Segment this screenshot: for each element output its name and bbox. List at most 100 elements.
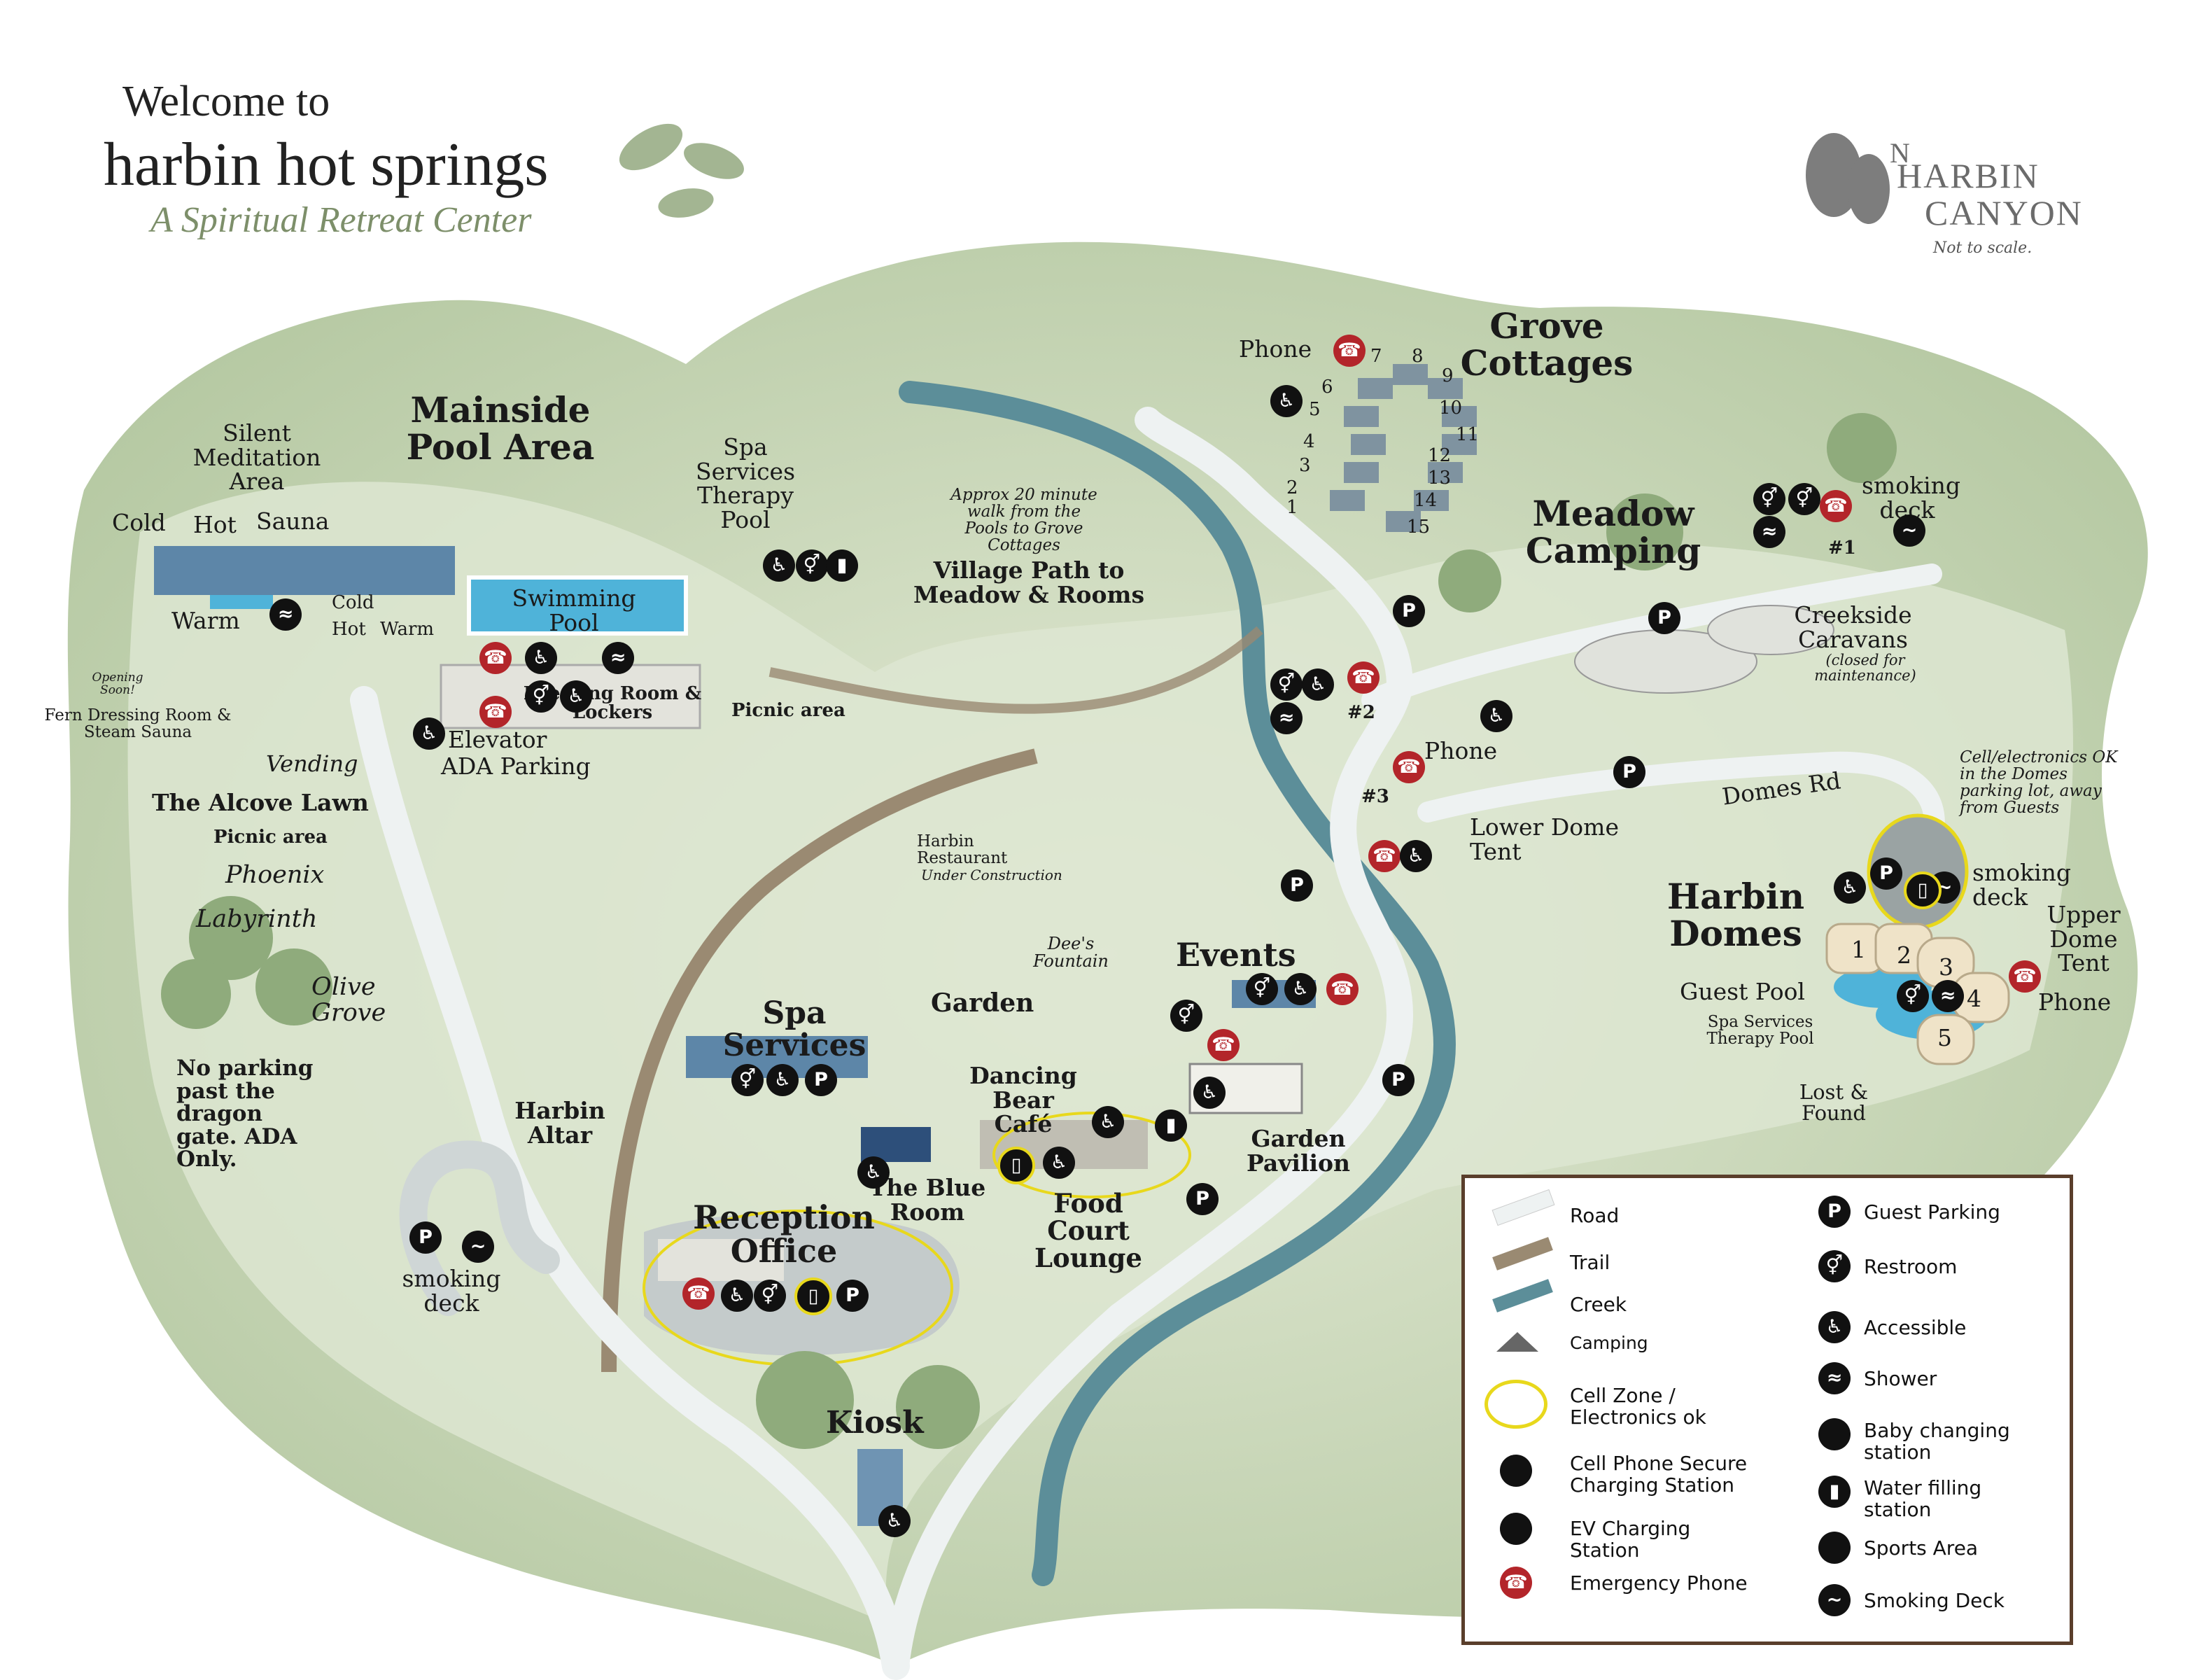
parking-icon[interactable]: P <box>1393 595 1425 627</box>
emergency-phone-icon[interactable]: ☎ <box>1368 840 1401 872</box>
label-restroom-1: #1 <box>1828 538 1856 559</box>
accessible-icon[interactable]: ♿ <box>1043 1147 1075 1179</box>
dome-number: 5 <box>1937 1024 1952 1051</box>
accessible-icon[interactable]: ♿ <box>1400 840 1432 872</box>
accessible-icon[interactable]: ♿ <box>1834 872 1866 904</box>
parking-icon[interactable]: P <box>836 1280 869 1312</box>
accessible-icon[interactable]: ♿ <box>413 718 445 750</box>
label-no-parking: No parking past the dragon gate. ADA Onl… <box>176 1056 314 1172</box>
ev-charging-icon <box>1500 1513 1532 1545</box>
restroom-icon[interactable]: ⚥ <box>1170 1000 1202 1032</box>
tree-clusters <box>161 413 1897 1449</box>
legend-charging: Cell Phone Secure Charging Station <box>1570 1452 1748 1497</box>
emergency-phone-icon[interactable]: ☎ <box>479 696 512 728</box>
parking-icon[interactable]: P <box>1648 602 1680 634</box>
smoking-icon[interactable]: ~ <box>462 1231 494 1263</box>
restroom-icon[interactable]: ⚥ <box>796 550 828 582</box>
restroom-icon[interactable]: ⚥ <box>1788 483 1820 515</box>
restroom-legend-icon: ⚥ <box>1818 1250 1851 1282</box>
parking-icon[interactable]: P <box>805 1064 837 1096</box>
parking-icon[interactable]: P <box>1382 1064 1415 1096</box>
emergency-phone-icon[interactable]: ☎ <box>1393 751 1425 783</box>
swimming-pool <box>467 575 688 636</box>
accessible-icon[interactable]: ♿ <box>525 642 557 674</box>
emergency-phone-icon[interactable]: ☎ <box>1333 335 1366 367</box>
cottage-number: 6 <box>1321 377 1333 398</box>
label-swimming-pool: Swimming Pool <box>512 584 636 636</box>
legend-baby: Baby changing station <box>1864 1419 2010 1464</box>
restroom-icon[interactable]: ⚥ <box>754 1280 786 1312</box>
label-garden: Garden <box>931 988 1034 1018</box>
accessible-legend-icon: ♿ <box>1818 1311 1851 1343</box>
parking-icon[interactable]: P <box>1186 1183 1219 1215</box>
harbin-domes-structures <box>1825 923 2010 1065</box>
emergency-phone-icon[interactable]: ☎ <box>1207 1029 1240 1061</box>
label-closed-maintenance: (closed for maintenance) <box>1814 652 1916 685</box>
accessible-icon[interactable]: ♿ <box>1284 973 1317 1005</box>
charging-icon <box>1500 1455 1532 1487</box>
restroom-icon[interactable]: ⚥ <box>1897 980 1929 1012</box>
water-filling-icon[interactable]: ▮ <box>1155 1110 1187 1142</box>
label-under-construction: Under Construction <box>921 867 1062 883</box>
emergency-phone-icon[interactable]: ☎ <box>479 642 512 674</box>
parking-icon[interactable]: P <box>1613 756 1645 788</box>
shower-icon[interactable]: ≈ <box>1932 980 1964 1012</box>
accessible-icon[interactable]: ♿ <box>1270 385 1303 417</box>
cottage-number: 9 <box>1442 365 1454 386</box>
camping-icon <box>1496 1332 1538 1352</box>
legend-cell-zone: Cell Zone / Electronics ok <box>1570 1384 1706 1429</box>
legend-road: Road <box>1570 1204 1620 1227</box>
accessible-icon[interactable]: ♿ <box>878 1505 911 1537</box>
legend-shower: Shower <box>1864 1367 1937 1390</box>
shower-icon[interactable]: ≈ <box>1753 516 1785 548</box>
label-lost-found: Lost & Found <box>1799 1080 1869 1126</box>
parking-legend-icon: P <box>1818 1196 1851 1228</box>
label-walk-note: Approx 20 minute walk from the Pools to … <box>950 486 1097 555</box>
restroom-icon[interactable]: ⚥ <box>1753 483 1785 515</box>
legend-sports: Sports Area <box>1864 1536 1979 1560</box>
accessible-icon[interactable]: ♿ <box>721 1280 753 1312</box>
cottage-number: 3 <box>1299 455 1311 476</box>
restroom-icon[interactable]: ⚥ <box>525 680 557 713</box>
emergency-phone-icon[interactable]: ☎ <box>2009 960 2041 993</box>
cell-zone-icon[interactable]: ▯ <box>794 1278 832 1315</box>
restroom-icon[interactable]: ⚥ <box>1246 973 1278 1005</box>
dome-number: 3 <box>1939 953 1953 981</box>
water-filling-icon[interactable]: ▮ <box>826 550 858 582</box>
shower-icon[interactable]: ≈ <box>1270 702 1303 734</box>
cell-zone-icon[interactable]: ▯ <box>1904 872 1942 909</box>
label-events: Events <box>1176 936 1296 974</box>
accessible-icon[interactable]: ♿ <box>1480 700 1512 732</box>
legend-accessible: Accessible <box>1864 1316 1967 1339</box>
parking-icon[interactable]: P <box>409 1222 442 1254</box>
restroom-icon[interactable]: ⚥ <box>731 1064 764 1096</box>
reception-building <box>658 1239 784 1281</box>
shower-icon[interactable]: ≈ <box>602 642 634 674</box>
parking-icon[interactable]: P <box>1281 869 1313 902</box>
label-harbin-altar: Harbin Altar <box>514 1097 605 1149</box>
title-leaf-decoration <box>619 123 744 218</box>
dome-number: 1 <box>1851 936 1866 963</box>
smoking-icon[interactable]: ~ <box>1893 514 1925 547</box>
emergency-phone-icon[interactable]: ☎ <box>1347 662 1380 694</box>
emergency-phone-icon[interactable]: ☎ <box>682 1278 715 1310</box>
accessible-icon[interactable]: ♿ <box>766 1064 799 1096</box>
restroom-icon[interactable]: ⚥ <box>1270 668 1303 701</box>
cottage-number: 15 <box>1407 517 1431 538</box>
accessible-icon[interactable]: ♿ <box>1302 668 1334 701</box>
accessible-icon[interactable]: ♿ <box>857 1156 890 1189</box>
accessible-icon[interactable]: ♿ <box>1193 1077 1226 1109</box>
emergency-phone-icon[interactable]: ☎ <box>1326 973 1359 1005</box>
grove-cottages <box>1330 364 1477 532</box>
cell-zone-icon[interactable]: ▯ <box>997 1147 1035 1184</box>
legend-trail: Trail <box>1570 1251 1610 1274</box>
emergency-phone-icon[interactable]: ☎ <box>1820 490 1852 522</box>
accessible-icon[interactable]: ♿ <box>1092 1106 1124 1138</box>
cottage-number: 1 <box>1286 497 1298 518</box>
parking-icon[interactable]: P <box>1870 858 1902 890</box>
accessible-icon[interactable]: ♿ <box>560 680 592 713</box>
shower-icon[interactable]: ≈ <box>269 598 302 631</box>
accessible-icon[interactable]: ♿ <box>763 550 795 582</box>
cell-zone-food-court <box>992 1112 1191 1198</box>
